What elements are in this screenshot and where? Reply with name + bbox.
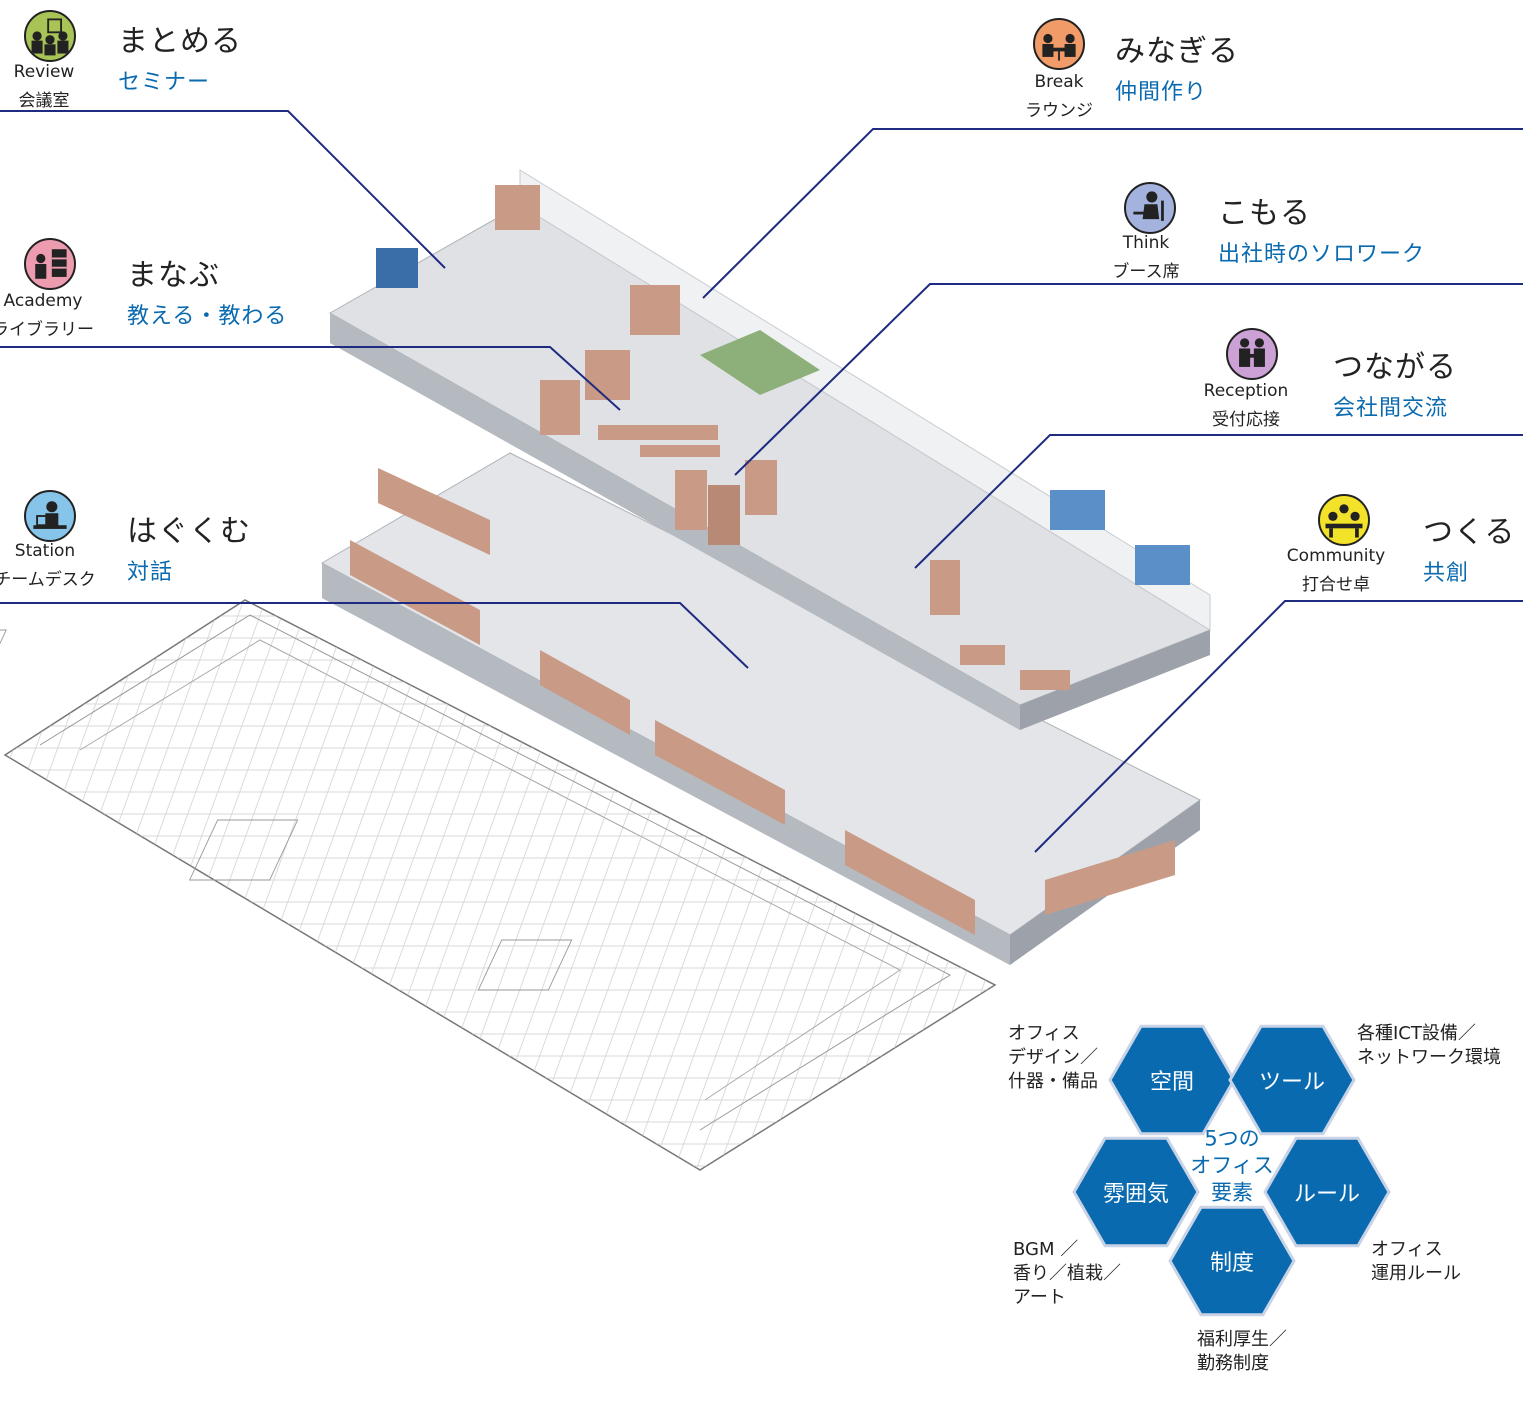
community-table-icon	[1318, 494, 1370, 546]
zone-japanese-name: 会議室	[18, 91, 70, 111]
zone-activity: 会社間交流	[1333, 396, 1449, 421]
blueprint-floor-plan	[0, 599, 997, 1171]
think-booth-icon	[1124, 182, 1176, 234]
zone-verb: つくる	[1423, 515, 1516, 550]
zone-japanese-name: 受付応接	[1212, 410, 1280, 430]
element-note-line: デザイン／	[1008, 1047, 1098, 1068]
zone-activity: 対話	[127, 560, 174, 585]
element-note-line: 什器・備品	[1008, 1071, 1098, 1092]
hex-system-label: 制度	[1209, 1251, 1255, 1276]
upper-floor	[328, 169, 1212, 730]
element-note-line: アート	[1013, 1287, 1066, 1308]
hex-atmosphere-label: 雰囲気	[1102, 1182, 1170, 1207]
hex-rules	[1263, 1136, 1391, 1248]
element-note: 各種ICT設備／ ネットワーク環境	[1357, 1022, 1501, 1070]
review-people-icon	[24, 10, 76, 62]
hex-space	[1108, 1024, 1236, 1136]
zone-english-name: Review	[13, 62, 75, 82]
zone-verb: つながる	[1333, 350, 1457, 385]
center-label: 5つのオフィス要素	[1190, 1126, 1274, 1207]
zone-japanese-name: ブース席	[1112, 262, 1180, 282]
element-note-line: 各種ICT設備／	[1357, 1023, 1476, 1044]
break-lounge-icon	[1033, 18, 1085, 70]
zone-english-name: Academy	[3, 291, 83, 311]
center-label-line: オフィス	[1190, 1153, 1274, 1178]
element-note-line: ネットワーク環境	[1357, 1047, 1501, 1068]
hex-atmosphere	[1072, 1136, 1200, 1248]
zone-activity: 仲間作り	[1115, 80, 1208, 105]
zone-verb: みなぎる	[1115, 34, 1239, 69]
hex-tools-label: ツール	[1258, 1070, 1326, 1095]
zone-english-name: Reception	[1203, 381, 1289, 401]
hex-system	[1168, 1205, 1296, 1317]
element-note: オフィス運用ルール	[1371, 1238, 1461, 1286]
zone-japanese-name: ラウンジ	[1025, 101, 1093, 121]
zone-english-name: Think	[1122, 233, 1170, 253]
zone-japanese-name: ライブラリー	[0, 320, 94, 340]
zone-verb: こもる	[1218, 196, 1311, 231]
element-note-line: オフィス	[1008, 1023, 1080, 1044]
zone-activity: セミナー	[118, 70, 211, 95]
element-note: 福利厚生／ 勤務制度	[1197, 1328, 1287, 1376]
center-label-line: 5つの	[1204, 1126, 1260, 1151]
zone-japanese-name: チームデスク	[0, 570, 96, 590]
element-note-line: 香り／植栽／	[1013, 1263, 1121, 1284]
zone-japanese-name: 打合せ卓	[1302, 575, 1370, 595]
element-note-line: BGM ／	[1013, 1239, 1079, 1260]
zone-english-name: Community	[1286, 546, 1386, 566]
zone-verb: まとめる	[118, 24, 242, 59]
element-note-line: 福利厚生／	[1197, 1329, 1287, 1350]
hex-rules-label: ルール	[1293, 1182, 1361, 1207]
zone-verb: はぐくむ	[127, 514, 251, 549]
center-hexagon	[1168, 1110, 1296, 1222]
zone-english-name: Break	[1034, 72, 1084, 92]
lower-floor	[320, 452, 1201, 965]
element-note-line: オフィス	[1371, 1239, 1443, 1260]
hex-space-label: 空間	[1149, 1070, 1195, 1095]
zone-english-name: Station	[14, 541, 76, 561]
hex-tools	[1228, 1024, 1356, 1136]
station-desk-icon	[24, 490, 76, 542]
element-note: オフィスデザイン／ 什器・備品	[1008, 1022, 1098, 1094]
academy-bookshelf-icon	[24, 238, 76, 290]
zone-activity: 共創	[1423, 561, 1470, 586]
reception-handshake-icon	[1226, 328, 1278, 380]
leader-lines	[0, 110, 1523, 853]
zone-activity: 教える・教わる	[127, 304, 288, 329]
element-note: BGM ／ 香り／植栽／ アート	[1013, 1238, 1121, 1310]
zone-activity: 出社時のソロワーク	[1218, 242, 1426, 267]
element-note-line: 勤務制度	[1197, 1353, 1269, 1374]
center-label-line: 要素	[1211, 1180, 1253, 1205]
element-note-line: 運用ルール	[1371, 1263, 1461, 1284]
zone-verb: まなぶ	[127, 258, 220, 293]
